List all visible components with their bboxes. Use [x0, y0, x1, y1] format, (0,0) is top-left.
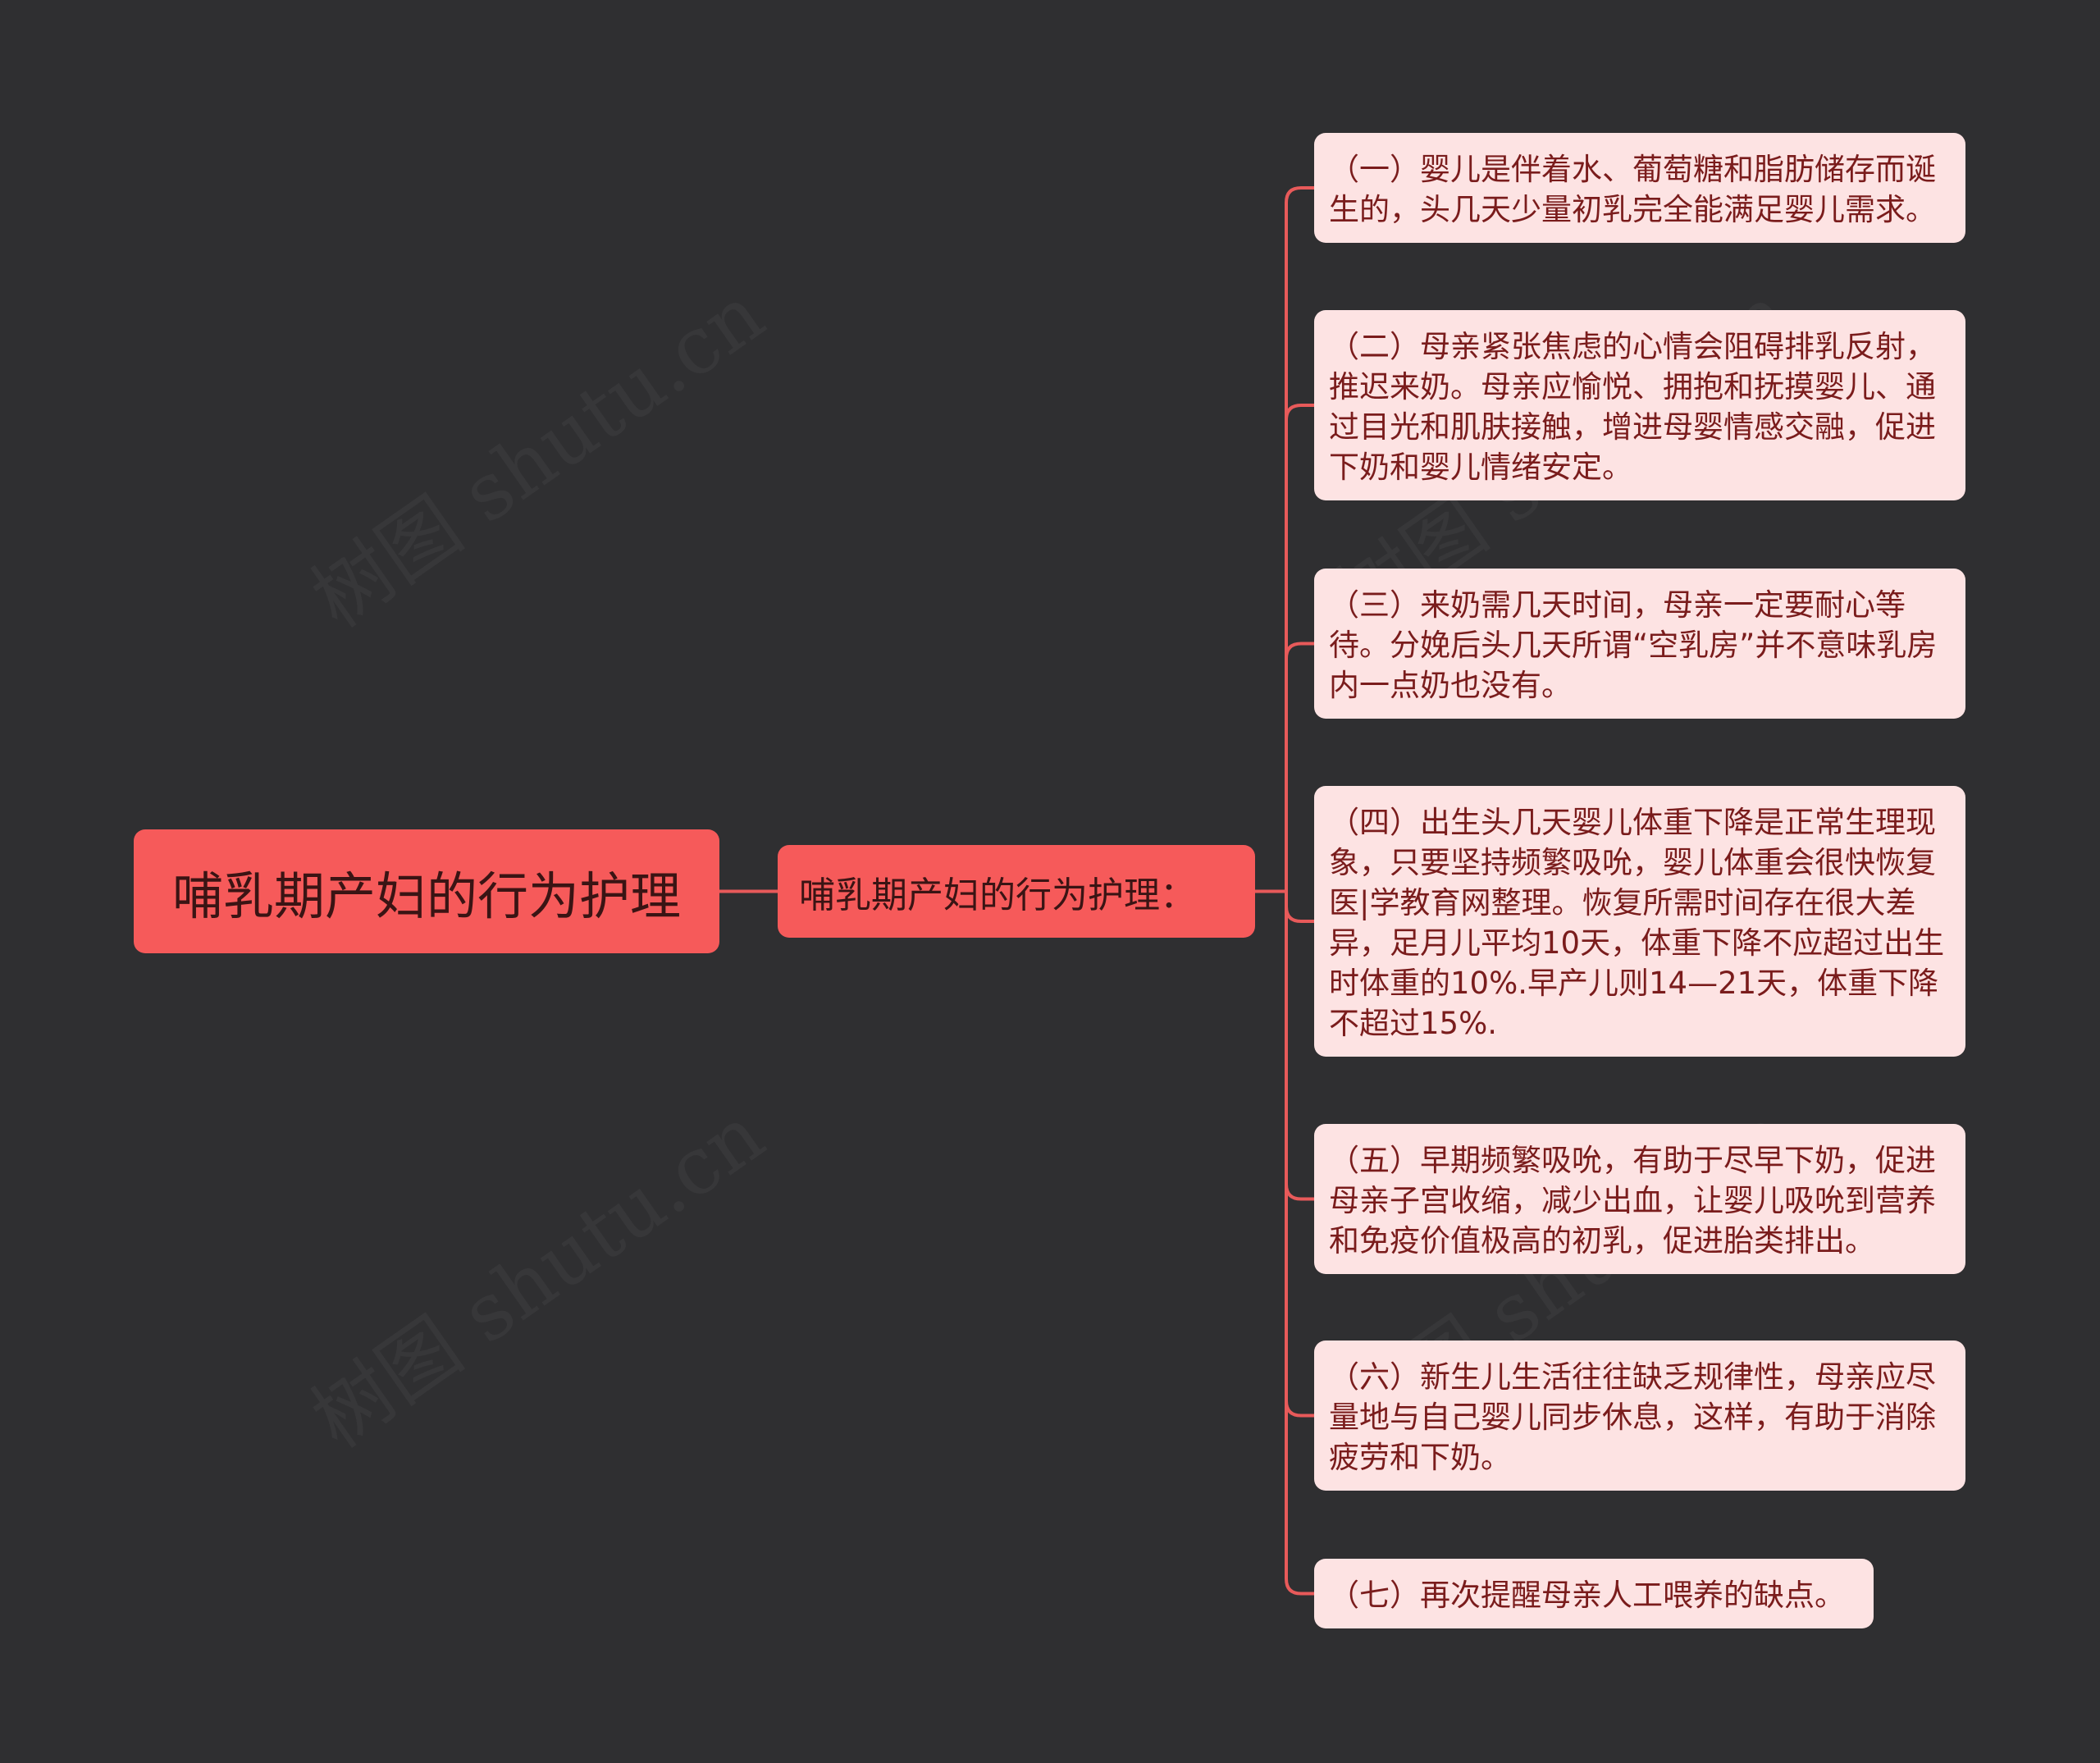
leaf-connector-3: [1285, 642, 1314, 892]
leaf-topic-4[interactable]: （四）出生头几天婴儿体重下降是正常生理现象，只要坚持频繁吸吮，婴儿体重会很快恢复…: [1314, 786, 1965, 1057]
leaf-connector-5: [1285, 891, 1314, 1201]
leaf-topic-5[interactable]: （五）早期频繁吸吮，有助于尽早下奶，促进母亲子宫收缩，减少出血，让婴儿吸吮到营养…: [1314, 1124, 1965, 1274]
leaf-connector-4: [1285, 891, 1314, 923]
leaf-connector-1: [1285, 186, 1314, 892]
leaf-connector-2: [1285, 404, 1314, 892]
leaf-topic-7[interactable]: （七）再次提醒母亲人工喂养的缺点。: [1314, 1559, 1874, 1628]
root-topic[interactable]: 哺乳期产妇的行为护理: [134, 829, 719, 953]
leaf-topic-2[interactable]: （二）母亲紧张焦虑的心情会阻碍排乳反射，推迟来奶。母亲应愉悦、拥抱和抚摸婴儿、通…: [1314, 310, 1965, 500]
leaf-connector-7: [1285, 891, 1314, 1596]
branch-topic[interactable]: 哺乳期产妇的行为护理：: [778, 845, 1255, 938]
leaf-topic-1[interactable]: （一）婴儿是伴着水、葡萄糖和脂肪储存而诞生的，头几天少量初乳完全能满足婴儿需求。: [1314, 133, 1965, 243]
leaf-topic-6[interactable]: （六）新生儿生活往往缺乏规律性，母亲应尽量地与自己婴儿同步休息，这样，有助于消除…: [1314, 1341, 1965, 1491]
leaf-topic-3[interactable]: （三）来奶需几天时间，母亲一定要耐心等待。分娩后头几天所谓“空乳房”并不意味乳房…: [1314, 569, 1965, 719]
leaf-connector-6: [1285, 891, 1314, 1418]
